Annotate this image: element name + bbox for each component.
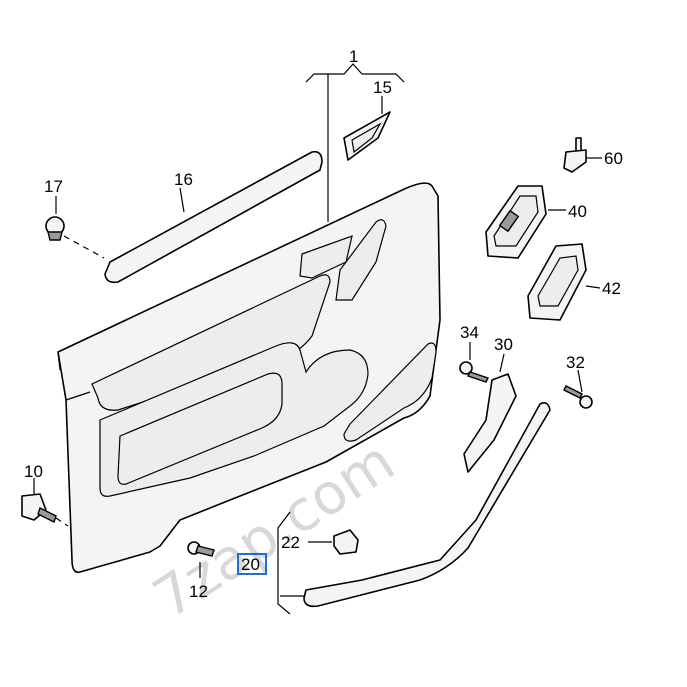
- callout-40: 40: [568, 202, 587, 221]
- connector-60[interactable]: [563, 137, 602, 173]
- switch-unit-42[interactable]: [527, 243, 601, 321]
- callout-12: 12: [189, 582, 208, 601]
- callout-20: 20: [241, 555, 260, 574]
- clip-10[interactable]: [21, 478, 69, 527]
- callout-10: 10: [24, 462, 43, 481]
- callout-16: 16: [174, 170, 193, 189]
- door-panel-1[interactable]: [57, 182, 441, 574]
- clip-17[interactable]: [45, 196, 105, 259]
- trim-15[interactable]: [343, 96, 391, 161]
- callout-32: 32: [566, 353, 585, 372]
- clip-22[interactable]: [308, 529, 359, 555]
- trim-strip-16[interactable]: [104, 150, 323, 284]
- screw-32[interactable]: [563, 369, 593, 409]
- callout-17: 17: [44, 177, 63, 196]
- bolt-12[interactable]: [187, 541, 215, 578]
- callout-42: 42: [602, 279, 621, 298]
- callout-15: 15: [373, 78, 392, 97]
- callout-34: 34: [460, 323, 479, 342]
- callout-60: 60: [604, 149, 623, 168]
- callout-30: 30: [494, 335, 513, 354]
- bracket-30[interactable]: [463, 353, 517, 473]
- callout-20-highlight[interactable]: 20: [237, 553, 267, 575]
- callout-22: 22: [281, 533, 300, 552]
- sill-trim-20[interactable]: [277, 402, 551, 615]
- callout-1: 1: [349, 47, 358, 66]
- bracket-1: [305, 63, 405, 222]
- switch-unit-40[interactable]: [485, 185, 566, 259]
- screw-34[interactable]: [459, 342, 489, 383]
